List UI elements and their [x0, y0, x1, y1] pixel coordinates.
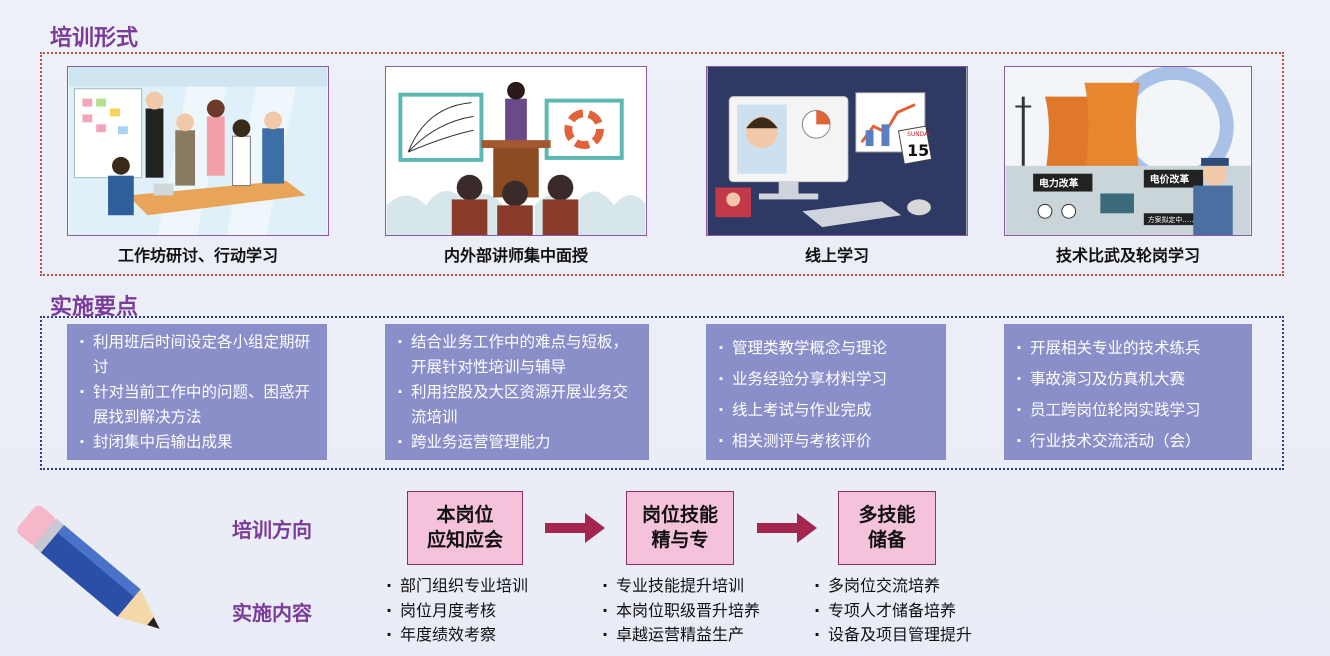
point-item: 管理类教学概念与理论 [718, 336, 936, 361]
sign-price-reform: 电价改革 [1150, 173, 1190, 186]
point-item: 结合业务工作中的难点与短板，开展针对性培训与辅导 [397, 330, 639, 380]
form-card-lecture: 内外部讲师集中面授 [385, 66, 647, 266]
stage-line: 储备 [867, 529, 906, 551]
form-caption: 线上学习 [804, 246, 869, 265]
content-list-multi: 多岗位交流培养 专项人才储备培养 设备及项目管理提升 [814, 574, 972, 648]
stage-box-skill: 岗位技能精与专 [626, 491, 734, 565]
point-item: 事故演习及仿真机大赛 [1016, 367, 1242, 392]
screen-text: 方案拟定中…… [1148, 215, 1196, 224]
content-item: 多岗位交流培养 [814, 574, 972, 599]
point-item: 相关测评与考核评价 [718, 429, 936, 454]
content-item: 专项人才储备培养 [814, 599, 972, 624]
form-card-workshop: 工作坊研讨、行动学习 [67, 66, 329, 266]
calendar-day: 15 [907, 141, 929, 160]
workshop-illustration [67, 66, 329, 236]
point-item: 开展相关专业的技术练兵 [1016, 336, 1242, 361]
arrow-right-icon [545, 513, 605, 543]
content-item: 卓越运营精益生产 [602, 623, 760, 648]
content-item: 设备及项目管理提升 [814, 623, 972, 648]
point-item: 利用控股及大区资源开展业务交流培训 [397, 380, 639, 430]
point-item: 跨业务运营管理能力 [397, 430, 639, 455]
stage-box-multi: 多技能储备 [838, 491, 936, 565]
form-caption: 工作坊研讨、行动学习 [117, 246, 278, 265]
power-plant-illustration: 电力改革 电价改革 方案拟定中…… [1004, 66, 1252, 236]
stage-line: 本岗位 [436, 504, 494, 526]
points-section-frame [40, 316, 1284, 470]
stage-line: 应知应会 [426, 529, 503, 551]
stage-line: 岗位技能 [641, 504, 718, 526]
form-card-online: SUNDAY 15 线上学习 [706, 66, 968, 266]
point-item: 业务经验分享材料学习 [718, 367, 936, 392]
content-item: 岗位月度考核 [386, 599, 528, 624]
stage-line: 多技能 [858, 504, 916, 526]
point-card-lecture: 结合业务工作中的难点与短板，开展针对性培训与辅导 利用控股及大区资源开展业务交流… [385, 324, 649, 460]
sign-power-reform: 电力改革 [1039, 177, 1079, 190]
point-item: 员工跨岗位轮岗实践学习 [1016, 398, 1242, 423]
point-item: 针对当前工作中的问题、困惑开展找到解决方法 [79, 380, 317, 430]
arrow-right-icon [757, 513, 817, 543]
direction-label: 培训方向 [232, 518, 312, 542]
content-item: 部门组织专业培训 [386, 574, 528, 599]
content-item: 专业技能提升培训 [602, 574, 760, 599]
online-learning-illustration: SUNDAY 15 [706, 66, 968, 236]
content-list-skill: 专业技能提升培训 本岗位职级晋升培养 卓越运营精益生产 [602, 574, 760, 648]
form-card-competition: 电力改革 电价改革 方案拟定中…… 技术比武及轮岗学习 [1004, 66, 1252, 266]
form-caption: 内外部讲师集中面授 [443, 246, 588, 265]
point-card-competition: 开展相关专业的技术练兵 事故演习及仿真机大赛 员工跨岗位轮岗实践学习 行业技术交… [1004, 324, 1252, 460]
point-item: 行业技术交流活动（会） [1016, 429, 1242, 454]
pencil-icon [17, 505, 160, 629]
content-item: 年度绩效考察 [386, 623, 528, 648]
form-caption: 技术比武及轮岗学习 [1055, 246, 1200, 265]
forms-section-frame [40, 52, 1284, 276]
content-list-basic: 部门组织专业培训 岗位月度考核 年度绩效考察 [386, 574, 528, 648]
point-card-online: 管理类教学概念与理论 业务经验分享材料学习 线上考试与作业完成 相关测评与考核评… [706, 324, 946, 460]
lecture-illustration [385, 66, 647, 236]
point-item: 封闭集中后输出成果 [79, 430, 317, 455]
point-item: 线上考试与作业完成 [718, 398, 936, 423]
forms-section-title: 培训形式 [50, 26, 139, 51]
stage-line: 精与专 [651, 529, 709, 551]
point-item: 利用班后时间设定各小组定期研讨 [79, 330, 317, 380]
points-section-title: 实施要点 [50, 295, 139, 320]
point-card-workshop: 利用班后时间设定各小组定期研讨 针对当前工作中的问题、困惑开展找到解决方法 封闭… [67, 324, 327, 460]
content-item: 本岗位职级晋升培养 [602, 599, 760, 624]
content-label: 实施内容 [232, 601, 312, 625]
calendar-month: SUNDAY [907, 132, 932, 138]
stage-box-basic: 本岗位应知应会 [407, 491, 523, 565]
